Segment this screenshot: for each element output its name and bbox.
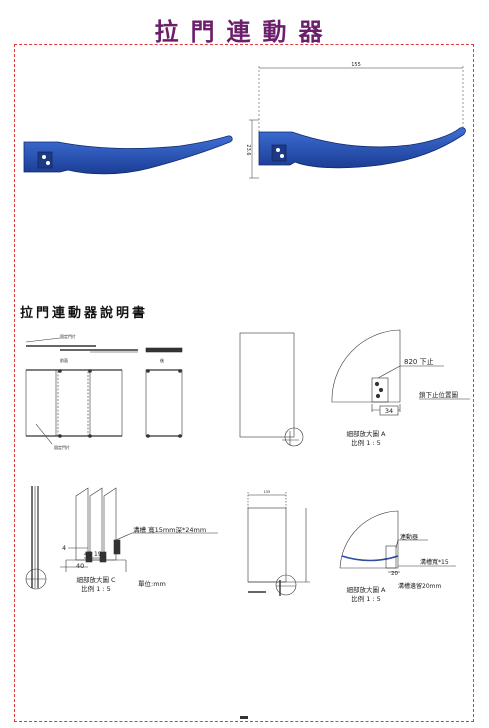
dim-top-small: 155 [264, 490, 271, 494]
caption-a2: 細部放大圖 A [346, 585, 386, 594]
dim-height-label: 23.6 [245, 144, 251, 155]
caption-a2-scale: 比例 1 : 5 [351, 594, 381, 603]
diagram-a [25, 337, 183, 445]
dashed-frame [14, 44, 474, 722]
label-back: 後 [160, 357, 164, 363]
dim-19: 19 [94, 551, 102, 558]
dim-40: 40 [76, 562, 84, 570]
label-groove-reserve: 溝槽邊留20mm [398, 582, 441, 590]
section-title: 拉門連動器說明書 [20, 306, 149, 321]
label-groove-width: 溝槽寬*15 [420, 558, 449, 566]
label-820: 820 下止 [404, 357, 434, 366]
label-fixed-top: 固定門片 [60, 333, 76, 339]
diagram-d [339, 510, 456, 573]
label-stop-position: 鎖下止位置圖 [419, 390, 458, 399]
right-arm-dimensions [249, 66, 464, 179]
label-front: 前面 [60, 357, 68, 363]
linkage-arm-right [258, 127, 466, 169]
caption-a1-scale: 比例 1 : 5 [351, 438, 381, 447]
label-fixed-bottom: 固定門片 [54, 444, 70, 450]
label-linkage: 連動器 [400, 533, 418, 541]
page-mark [240, 716, 248, 719]
dim-34: 34 [385, 407, 393, 415]
caption-a1: 細部放大圖 A [346, 429, 386, 438]
linkage-arm-left [23, 135, 233, 175]
caption-c: 細部放大圖 C [76, 575, 116, 584]
dim-20: 20 [391, 571, 398, 577]
label-groove: 溝槽 寬15mm深*24mm [133, 525, 206, 534]
diagram-c [25, 486, 218, 590]
door-elevation-b [247, 492, 310, 596]
dim-4: 4 [62, 544, 66, 552]
dim-width-label: 155 [351, 62, 361, 68]
caption-c-scale: 比例 1 : 5 [81, 584, 111, 593]
dim-45: 45 [84, 551, 92, 558]
unit-label: 單位:mm [138, 579, 166, 588]
document-title: 拉門連動器 [154, 17, 335, 46]
diagram-b [331, 329, 444, 416]
door-elevation-a [239, 332, 304, 447]
